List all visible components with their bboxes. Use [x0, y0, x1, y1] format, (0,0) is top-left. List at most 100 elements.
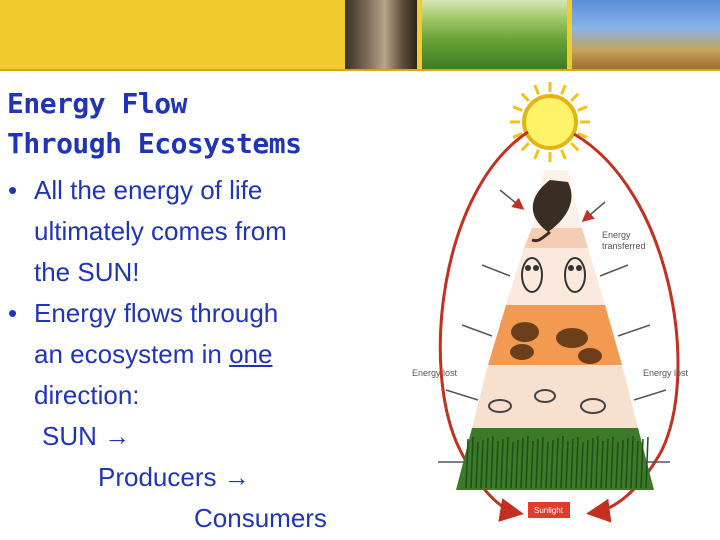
grass-blade	[525, 435, 529, 489]
grass-blade	[515, 439, 519, 489]
sun-ray	[533, 84, 540, 95]
grass-icon	[465, 435, 649, 489]
energy-arrow-in	[633, 389, 667, 401]
bullet-text-segment: an ecosystem in	[34, 339, 230, 369]
grass-blade	[535, 438, 539, 489]
grass-blade	[625, 437, 629, 489]
header-divider	[0, 69, 720, 71]
flow-step-producers: Producers →	[98, 462, 250, 492]
bullet-text-line: All the energy of life	[34, 175, 263, 205]
bullet-text-line: direction:	[34, 380, 140, 410]
sun-ray	[570, 92, 580, 102]
header-photo-curtain	[345, 0, 417, 70]
grass-blade	[620, 439, 624, 489]
bullet-item-energy-flow: • Energy flows through an ecosystem in o…	[8, 293, 408, 539]
grass-blade	[600, 440, 604, 489]
sun-ray	[570, 142, 580, 152]
sun-ray	[512, 105, 523, 112]
slide-title: Energy Flow Through Ecosystems	[7, 84, 302, 164]
sunlight-label-box	[528, 502, 570, 518]
grass-blade	[635, 440, 639, 489]
sunlight-label: Sunlight	[534, 506, 564, 515]
energy-pyramid-diagram: Energy transferred Energy lost Energy lo…	[412, 82, 689, 523]
energy-transferred-label-line-2: transferred	[602, 241, 646, 251]
grass-blade	[475, 441, 479, 489]
sun-ray	[520, 92, 530, 102]
pyramid-tier-owls	[506, 248, 605, 305]
sun-ray	[560, 149, 567, 160]
grass-blade	[560, 435, 564, 489]
sun-ray	[560, 84, 567, 95]
sunlight-arrow-right	[573, 132, 680, 523]
sun-ray	[533, 149, 540, 160]
grass-blade	[540, 436, 544, 489]
flow-step-sun: SUN →	[42, 421, 131, 451]
sun-ray	[512, 132, 523, 139]
grass-blade	[470, 436, 474, 489]
grass-blade	[490, 435, 494, 489]
grass-blade	[545, 441, 549, 489]
grass-blade	[510, 441, 514, 489]
grass-blade	[575, 436, 579, 489]
sun-ray	[577, 132, 588, 139]
sun-ray	[577, 105, 588, 112]
grass-blade	[590, 437, 594, 489]
slide-title-line-2: Through Ecosystems	[7, 127, 302, 160]
flow-step-consumers: Consumers	[194, 503, 327, 533]
grass-blade	[505, 436, 509, 489]
bullet-text-line: an ecosystem in one	[34, 334, 408, 375]
grass-blade	[500, 438, 504, 489]
sun-ray	[520, 142, 530, 152]
energy-arrow-in	[499, 189, 525, 210]
grass-blade	[495, 440, 499, 489]
insect-icon	[488, 389, 606, 414]
grass-blade	[530, 440, 534, 489]
grass-blade	[630, 435, 634, 489]
grass-blade	[570, 438, 574, 489]
energy-arrows	[438, 189, 670, 463]
grass-blade	[580, 441, 584, 489]
owl-icon	[564, 257, 586, 293]
grass-blade	[555, 437, 559, 489]
pyramid-tier-grass	[456, 428, 654, 490]
grass-blade	[605, 438, 609, 489]
rodent-icon	[556, 328, 602, 364]
energy-arrow-in	[445, 389, 479, 401]
energy-lost-label-right: Energy lost	[643, 368, 689, 378]
grass-blade	[520, 437, 524, 489]
grass-blade	[595, 435, 599, 489]
pyramid-tier-top-predator	[524, 228, 588, 248]
grass-blade	[485, 437, 489, 489]
sun-disc	[522, 94, 578, 150]
grass-blade	[465, 438, 469, 489]
bullet-text-line: the SUN!	[34, 257, 140, 287]
grass-blade	[565, 440, 569, 489]
sun-icon	[510, 82, 590, 162]
energy-arrow-in	[461, 324, 493, 337]
bullet-text-line: Energy flows through	[34, 298, 279, 328]
sunlight-arrow-left	[438, 130, 529, 522]
grass-blade	[640, 438, 644, 489]
bullet-text-line: ultimately comes from	[34, 216, 287, 246]
energy-arrow-in	[599, 264, 629, 277]
energy-arrow-in	[581, 201, 606, 222]
header-photo-tree	[572, 0, 720, 70]
energy-arrow-in	[481, 264, 511, 277]
grass-blade	[480, 439, 484, 489]
grass-blade	[615, 441, 619, 489]
eagle-icon	[531, 180, 572, 243]
bullet-dot: •	[8, 298, 18, 328]
grass-blade	[585, 439, 589, 489]
owl-icon	[521, 257, 543, 293]
slide-title-line-1: Energy Flow	[7, 87, 187, 120]
header-photo-grassland	[422, 0, 567, 70]
grass-blade	[550, 439, 554, 489]
rodent-icon	[510, 322, 539, 360]
energy-lost-label-left: Energy lost	[412, 368, 458, 378]
energy-arrow-in	[617, 324, 651, 337]
energy-transferred-label-line-1: Energy	[602, 230, 631, 240]
bullet-list: • All the energy of life ultimately come…	[8, 170, 408, 539]
bullet-dot: •	[8, 175, 18, 205]
grass-blade	[610, 436, 614, 489]
emphasis-one: one	[229, 339, 273, 369]
